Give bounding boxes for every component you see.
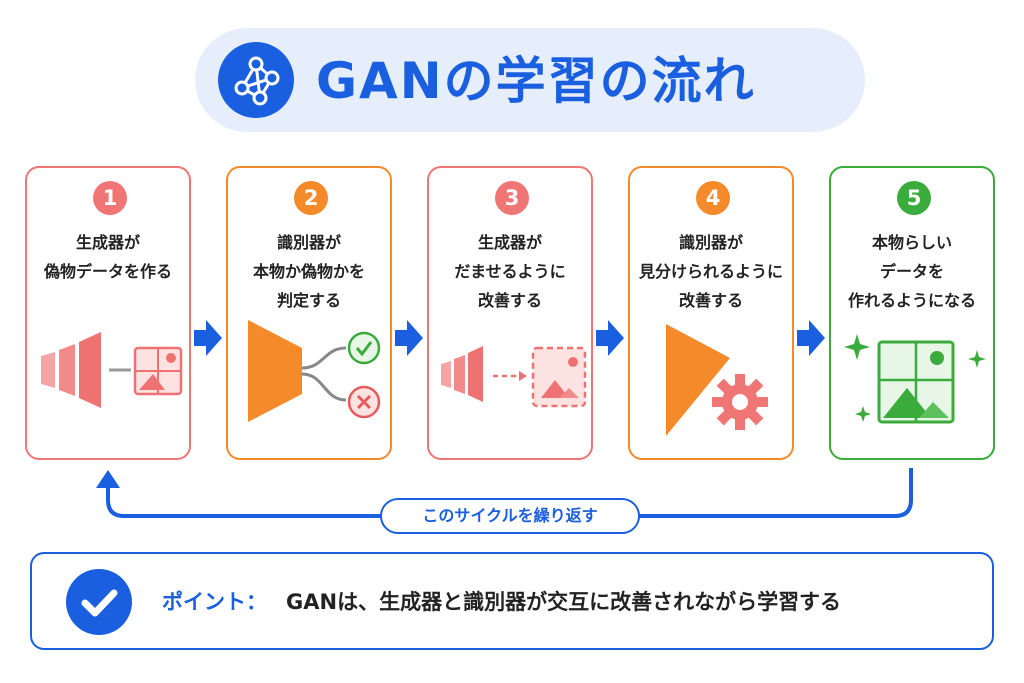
discriminator-judge-icon — [248, 320, 381, 422]
step-badge: 3 — [495, 181, 529, 215]
title-banner — [195, 28, 865, 132]
cycle-label: このサイクルを繰り返す — [380, 498, 640, 534]
step-3-card: 3 生成器が だませるように 改善する — [427, 166, 593, 460]
step-badge: 2 — [294, 181, 328, 215]
step-text: 生成器が だませるように 改善する — [454, 233, 566, 310]
point-text: GANは、生成器と識別器が交互に改善されながら学習する — [286, 590, 842, 614]
arrow-right-icon — [395, 320, 423, 356]
step-2-card: 2 識別器が 本物か偽物かを 判定する — [226, 166, 392, 460]
step-text: 識別器が 本物か偽物かを 判定する — [252, 233, 365, 310]
network-icon — [218, 42, 294, 118]
check-icon — [66, 569, 132, 635]
step-badge: 4 — [696, 181, 730, 215]
step-text: 本物らしい データを 作れるようになる — [847, 233, 976, 310]
step-5-card: 5 本物らしい データを 作れるようになる — [829, 166, 995, 460]
page-title: GANの学習の流れ — [316, 52, 756, 110]
point-box: ポイント： GANは、生成器と識別器が交互に改善されながら学習する — [30, 552, 994, 650]
point-label: ポイント： — [162, 590, 267, 614]
step-badge: 1 — [93, 181, 127, 215]
generator-image-icon — [41, 332, 183, 408]
step-1-card: 1 生成器が 偽物データを作る — [25, 166, 191, 460]
arrow-right-icon — [797, 320, 825, 356]
generator-improve-icon — [441, 346, 587, 408]
real-image-sparkle-icon — [844, 334, 986, 424]
arrow-right-icon — [596, 320, 624, 356]
step-text: 識別器が 見分けられるように 改善する — [638, 233, 783, 310]
discriminator-gear-icon — [666, 324, 768, 436]
step-text: 生成器が 偽物データを作る — [43, 233, 172, 281]
step-badge: 5 — [897, 181, 931, 215]
arrow-right-icon — [194, 320, 222, 356]
step-4-card: 4 識別器が 見分けられるように 改善する — [628, 166, 794, 460]
